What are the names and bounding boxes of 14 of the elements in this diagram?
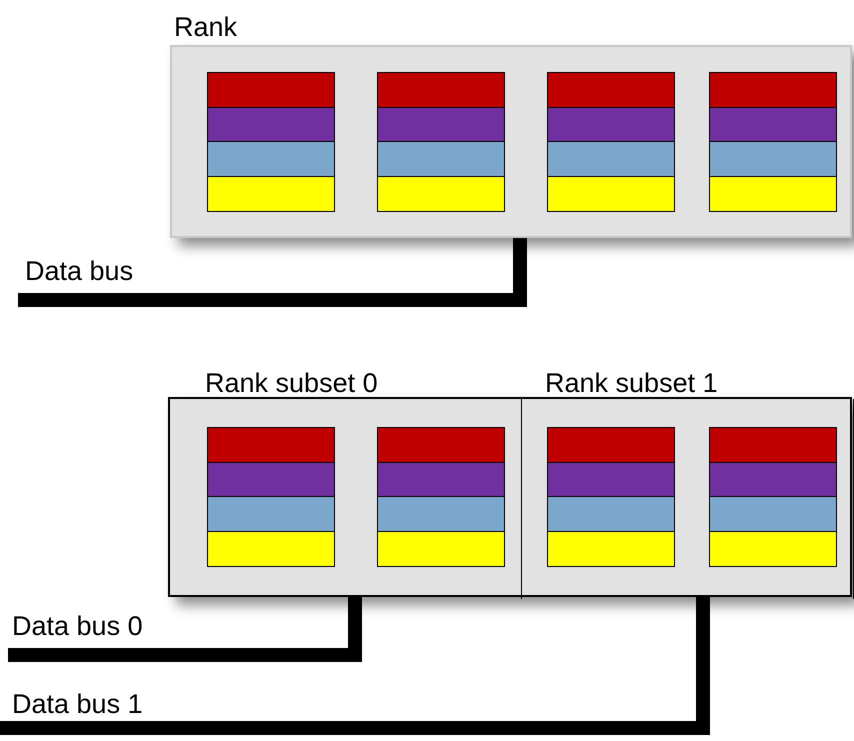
panel-heading: Rank subset 0 [205, 368, 378, 398]
bus-line [0, 597, 710, 735]
memory-chip [709, 72, 837, 212]
memory-chip [207, 72, 335, 212]
memory-chip [709, 427, 837, 567]
memory-chip [377, 427, 505, 567]
bus-line [18, 238, 527, 307]
memory-chip [207, 427, 335, 567]
panel-heading: Rank [174, 12, 238, 42]
panel-heading: Rank subset 1 [545, 368, 718, 398]
memory-chip [547, 427, 675, 567]
bus-line [8, 597, 362, 662]
memory-chip [377, 72, 505, 212]
memory-chip [547, 72, 675, 212]
